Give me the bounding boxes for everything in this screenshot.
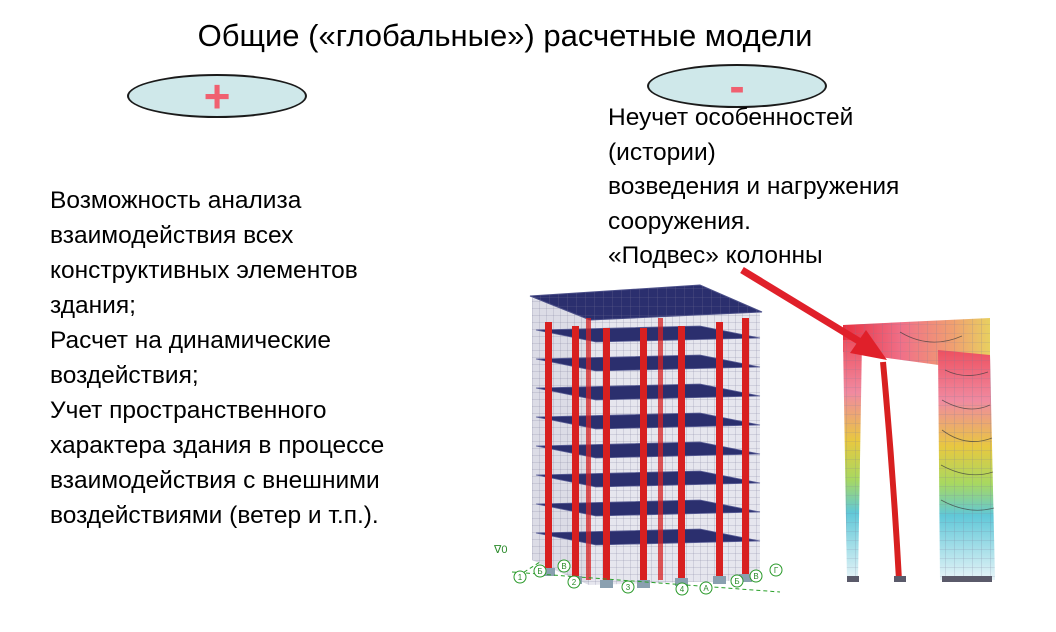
arrow-shaft	[740, 267, 864, 346]
ground-axis-line	[517, 561, 541, 577]
columns	[545, 318, 749, 586]
axis-marker: Б	[533, 564, 547, 578]
column	[716, 322, 723, 580]
frame-right-leg-mesh	[938, 350, 995, 580]
axis-marker: 4	[675, 582, 689, 596]
column-base	[739, 574, 752, 582]
axis-marker: Б	[730, 574, 744, 588]
axis-marker: 2	[567, 575, 581, 589]
axis-marker: В	[749, 569, 763, 583]
column	[572, 326, 579, 581]
frame-stress-model	[843, 318, 995, 582]
advantage-line: характера здания в процессе	[50, 432, 385, 459]
column	[658, 318, 663, 580]
advantage-line: взаимодействия всех	[50, 222, 294, 249]
axis-marker: Г	[769, 563, 783, 577]
column-base	[600, 580, 613, 588]
axis-marker-label: Г	[774, 566, 779, 575]
axis-marker-label: В	[753, 572, 758, 581]
frame-left-leg-mesh	[843, 340, 862, 580]
column	[640, 328, 647, 586]
column-base	[637, 580, 650, 588]
axis-marker-label: Б	[734, 577, 739, 586]
column	[678, 326, 685, 584]
column	[742, 318, 749, 580]
pointer-arrow	[740, 267, 887, 360]
disadvantage-line: «Подвес» колонны	[608, 242, 823, 269]
column-support	[894, 576, 906, 582]
stress-contour	[941, 399, 991, 410]
stress-contour	[940, 464, 994, 476]
advantage-line: воздействиями (ветер и т.п.).	[50, 502, 379, 529]
axis-marker-label: А	[703, 584, 709, 593]
axis-marker: А	[699, 581, 713, 595]
axis-marker: 3	[621, 580, 635, 594]
axis-marker: 1	[513, 570, 527, 584]
axis-marker-label: 1	[518, 573, 523, 582]
column-base	[542, 568, 555, 576]
column-support	[847, 576, 859, 582]
axis-marker: В	[557, 559, 571, 573]
stress-contour	[941, 429, 993, 442]
advantage-line: Расчет на динамические	[50, 327, 332, 354]
minus-badge: -	[647, 60, 827, 112]
stress-contours	[899, 331, 995, 511]
column	[545, 322, 552, 572]
advantages-text: Возможность анализа взаимодействия всех …	[50, 183, 480, 533]
advantage-line: Возможность анализа	[50, 187, 302, 214]
stress-contour	[944, 369, 989, 376]
column-base	[713, 576, 726, 584]
suspended-column	[880, 361, 902, 581]
building-model: ∇0 1 Б 2 В 3 4 А Б В Г	[493, 284, 783, 596]
advantage-line: Учет пространственного	[50, 397, 327, 424]
disadvantage-line: Неучет особенностей	[608, 104, 854, 131]
plus-badge: +	[127, 70, 307, 122]
column	[603, 328, 610, 586]
arrow-head	[850, 330, 887, 360]
plus-sign: +	[203, 70, 231, 122]
axis-marker-label: 4	[680, 585, 685, 594]
disadvantage-line: сооружения.	[608, 207, 751, 235]
axis-marker-label: 3	[626, 583, 631, 592]
slide-title: Общие («глобальные») расчетные модели	[197, 18, 813, 53]
advantage-line: конструктивных элементов	[50, 257, 358, 284]
ground-axis-line	[511, 571, 781, 593]
axis-marker-label: 2	[572, 578, 577, 587]
advantage-line: здания;	[50, 292, 136, 319]
roof-mesh	[530, 285, 762, 320]
disadvantages-text: Неучет особенностей (истории) возведения…	[608, 101, 1048, 274]
disadvantage-line: возведения и нагружения	[608, 173, 900, 200]
axis-marker-label: В	[561, 562, 566, 571]
axis-markers: 1 Б 2 В 3 4 А Б В Г	[513, 559, 783, 596]
stress-contour	[899, 331, 963, 343]
column-base	[675, 578, 688, 586]
stress-contour	[940, 499, 995, 511]
minus-sign: -	[729, 60, 745, 112]
advantage-line: воздействия;	[50, 362, 199, 389]
level-label: ∇0	[493, 544, 507, 556]
floor-slabs	[535, 325, 761, 546]
column-support	[942, 576, 992, 582]
disadvantage-line: (истории)	[608, 138, 716, 166]
advantage-line: взаимодействия с внешними	[50, 467, 380, 494]
axis-marker-label: Б	[537, 567, 542, 576]
column	[586, 318, 591, 580]
